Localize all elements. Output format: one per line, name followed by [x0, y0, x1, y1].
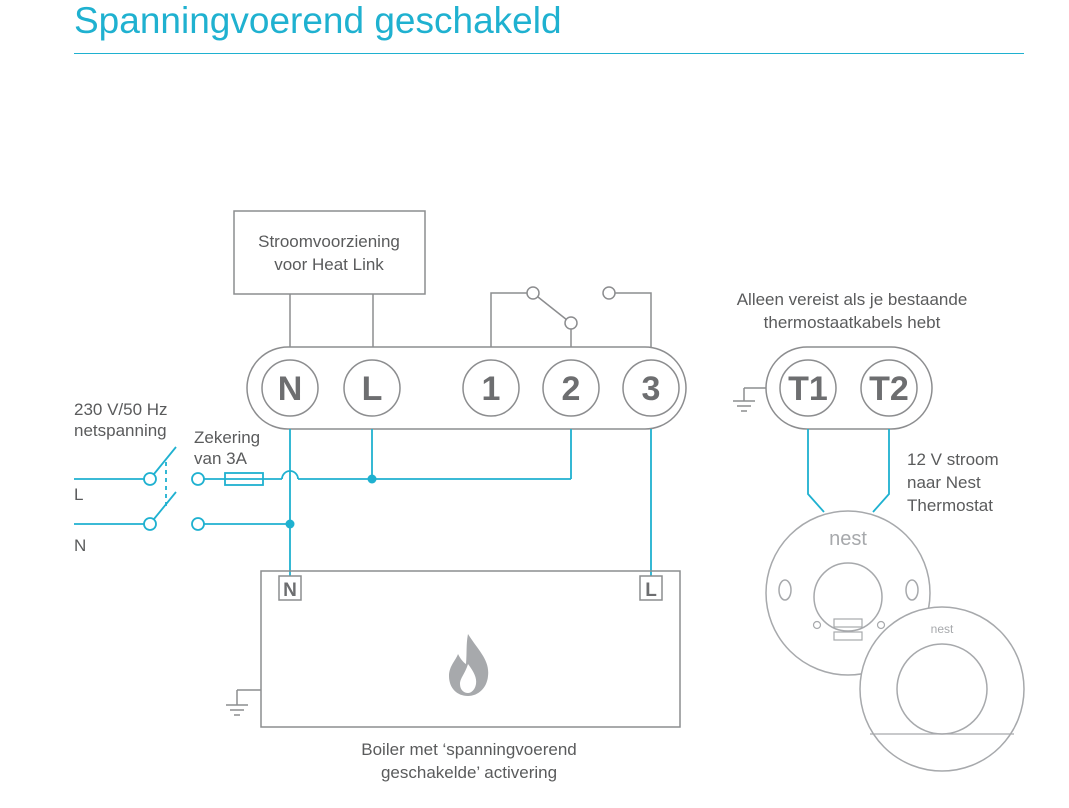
boiler-ground-icon	[226, 689, 261, 716]
thermostat-power-line3: Thermostat	[907, 496, 993, 515]
thermostat-power-line2: naar Nest	[907, 473, 981, 492]
junction-l	[367, 474, 377, 484]
power-supply-label-line2: voor Heat Link	[274, 255, 384, 274]
mains-l-label: L	[74, 485, 83, 504]
mains-n-label: N	[74, 536, 86, 555]
boiler-caption-line2: geschakelde’ activering	[381, 763, 557, 782]
power-supply-label-line1: Stroomvoorziening	[258, 232, 400, 251]
terminal-3: 3	[642, 370, 661, 408]
thermostat-power-line1: 12 V stroom	[907, 450, 999, 469]
boiler-caption-line1: Boiler met ‘spanningvoerend	[361, 740, 576, 759]
terminal-1: 1	[482, 370, 501, 408]
terminal-l: L	[362, 370, 383, 408]
nest-display-logo: nest	[931, 622, 954, 636]
terminal-block: N L 1 2 3	[246, 346, 687, 430]
page-title: Spanningvoerend geschakeld	[74, 0, 562, 41]
boiler-n-terminal: N	[283, 580, 297, 601]
terminal-2: 2	[562, 370, 581, 408]
thermostat-terminal-block: T1 T2	[765, 346, 933, 430]
terminal-t1: T1	[788, 370, 828, 408]
optional-note-line1: Alleen vereist als je bestaande	[737, 290, 968, 309]
fuse-label-line2: van 3A	[194, 449, 248, 468]
thermostat-ground-icon	[733, 387, 766, 412]
terminal-t2: T2	[869, 370, 909, 408]
nest-thermostat-display: nest	[859, 606, 1025, 772]
power-supply-box: Stroomvoorziening voor Heat Link	[233, 210, 426, 295]
relay-switch	[490, 286, 652, 347]
terminal-n: N	[278, 370, 303, 408]
junction-n	[285, 519, 295, 529]
fuse-label-line1: Zekering	[194, 428, 260, 447]
power-supply-wires	[289, 294, 374, 347]
mains-label-line1: 230 V/50 Hz	[74, 400, 168, 419]
blue-wiring	[74, 429, 652, 576]
mains-label-line2: netspanning	[74, 421, 167, 440]
boiler: N L Boiler met ‘spanningvoerend geschake…	[260, 570, 681, 782]
nest-base-logo: nest	[829, 528, 867, 550]
boiler-l-terminal: L	[645, 580, 657, 601]
title-rule	[74, 53, 1024, 54]
optional-note-line2: thermostaatkabels hebt	[764, 313, 941, 332]
flame-icon	[449, 634, 489, 696]
